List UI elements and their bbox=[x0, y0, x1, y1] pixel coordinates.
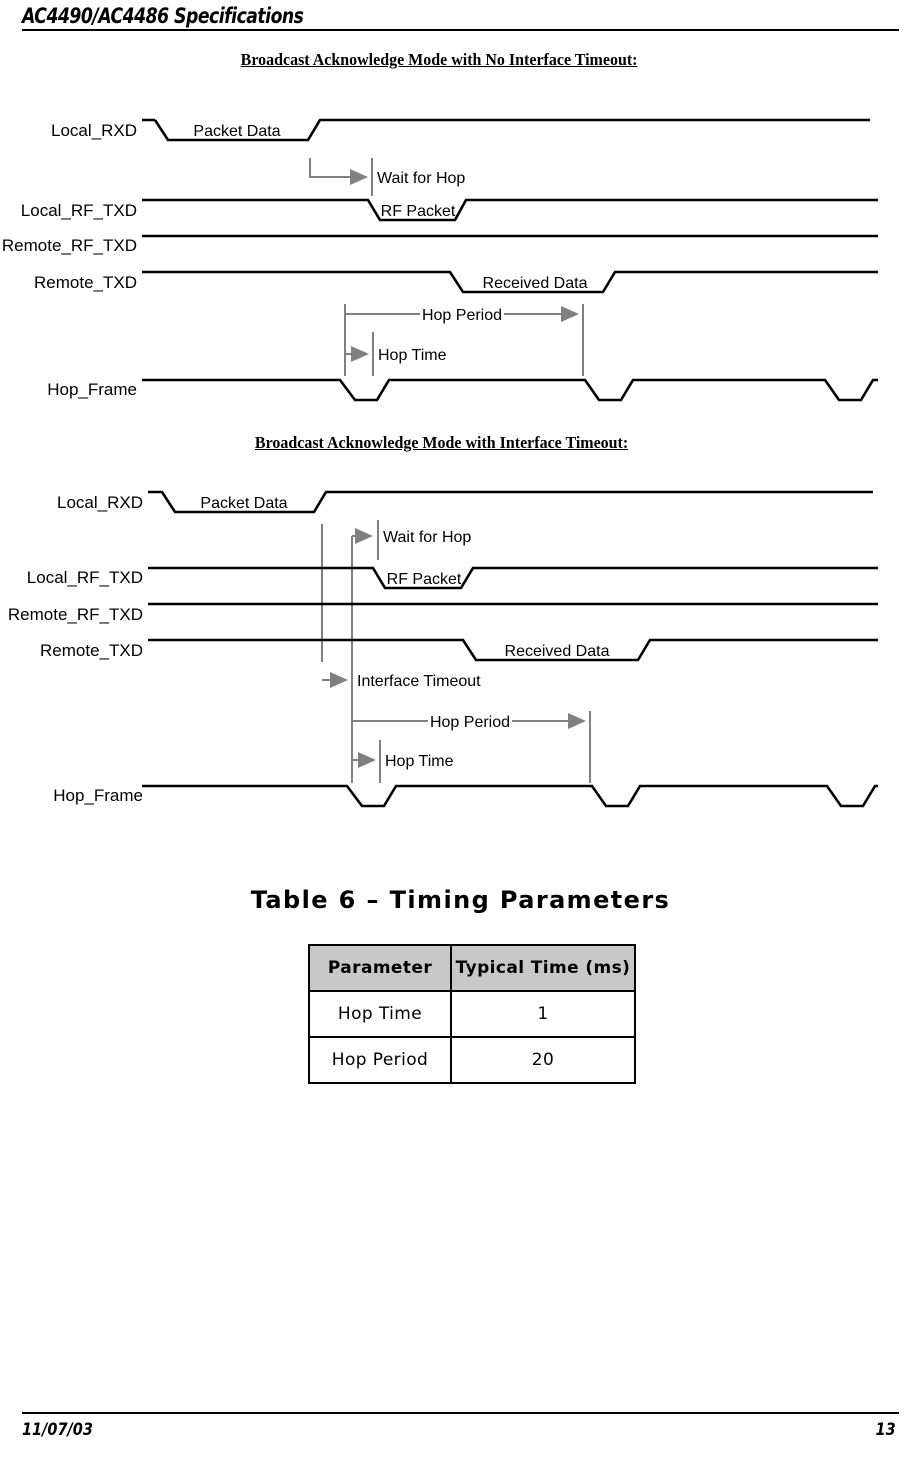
signal-label-local-rf-txd: Local_RF_TXD bbox=[27, 568, 143, 587]
diagram2-title: Broadcast Acknowledge Mode with Interfac… bbox=[254, 433, 629, 452]
packet-label-packet-data: Packet Data bbox=[193, 123, 280, 140]
signal-label-hop-frame: Hop_Frame bbox=[47, 380, 137, 399]
signal-label-local-rxd: Local_RXD bbox=[51, 121, 137, 140]
timing-parameters-table: Parameter Typical Time (ms) Hop Time 1 H… bbox=[308, 944, 636, 1084]
signal-label-remote-txd: Remote_TXD bbox=[34, 273, 137, 292]
table-header-row: Parameter Typical Time (ms) bbox=[308, 944, 636, 992]
annotation-arrow-wait-for-hop bbox=[309, 158, 368, 185]
timing-diagram-no-interface-timeout: Local_RXD Local_RF_TXD Remote_RF_TXD Rem… bbox=[0, 108, 921, 408]
table-row: Hop Period 20 bbox=[308, 1036, 636, 1084]
packet-label-packet-data: Packet Data bbox=[200, 495, 287, 512]
waveform-local-rxd bbox=[142, 118, 870, 142]
table-row: Hop Time 1 bbox=[308, 990, 636, 1038]
footer-rule bbox=[22, 1412, 899, 1414]
page-footer: 11/07/03 13 bbox=[22, 1412, 899, 1452]
cell-value-hop-period: 20 bbox=[450, 1036, 636, 1084]
column-header-typical-time: Typical Time (ms) bbox=[450, 944, 636, 992]
table-caption: Table 6 – Timing Parameters bbox=[250, 886, 671, 914]
annotation-label-hop-period: Hop Period bbox=[422, 307, 502, 324]
packet-label-rf-packet: RF Packet bbox=[381, 203, 456, 220]
diagram1-title: Broadcast Acknowledge Mode with No Inter… bbox=[240, 50, 638, 69]
signal-label-remote-rf-txd: Remote_RF_TXD bbox=[2, 236, 137, 255]
waveform-hop-frame bbox=[142, 784, 878, 808]
packet-label-received-data: Received Data bbox=[505, 643, 610, 660]
waveform-hop-frame bbox=[142, 378, 878, 402]
cell-value-hop-time: 1 bbox=[450, 990, 636, 1038]
packet-label-received-data: Received Data bbox=[483, 275, 588, 292]
waveform-remote-txd bbox=[142, 270, 878, 294]
cell-parameter-hop-period: Hop Period bbox=[308, 1036, 452, 1084]
waveform-local-rf-txd bbox=[142, 198, 878, 222]
timing-diagram-with-interface-timeout: Local_RXD Local_RF_TXD Remote_RF_TXD Rem… bbox=[0, 478, 921, 808]
signal-label-local-rf-txd: Local_RF_TXD bbox=[21, 201, 137, 220]
annotation-label-wait-for-hop: Wait for Hop bbox=[377, 170, 465, 187]
signal-label-local-rxd: Local_RXD bbox=[57, 493, 143, 512]
footer-page-number: 13 bbox=[875, 1420, 896, 1440]
packet-label-rf-packet: RF Packet bbox=[387, 571, 462, 588]
document-title: AC4490/AC4486 Specifications bbox=[22, 4, 304, 28]
annotation-label-hop-period: Hop Period bbox=[430, 714, 510, 731]
annotation-label-interface-timeout: Interface Timeout bbox=[357, 673, 481, 690]
signal-label-remote-txd: Remote_TXD bbox=[40, 641, 143, 660]
annotation-label-hop-time: Hop Time bbox=[378, 347, 447, 364]
footer-date: 11/07/03 bbox=[22, 1420, 93, 1440]
column-header-parameter: Parameter bbox=[308, 944, 452, 992]
annotation-label-wait-for-hop: Wait for Hop bbox=[383, 529, 471, 546]
header-rule bbox=[22, 29, 899, 31]
waveform-remote-txd bbox=[148, 638, 878, 662]
cell-parameter-hop-time: Hop Time bbox=[308, 990, 452, 1038]
page-header: AC4490/AC4486 Specifications bbox=[22, 4, 899, 34]
waveform-local-rf-txd bbox=[148, 566, 878, 590]
waveform-local-rxd bbox=[148, 490, 873, 514]
annotation-label-hop-time: Hop Time bbox=[385, 753, 454, 770]
signal-label-remote-rf-txd: Remote_RF_TXD bbox=[8, 605, 143, 624]
signal-label-hop-frame: Hop_Frame bbox=[53, 786, 143, 805]
